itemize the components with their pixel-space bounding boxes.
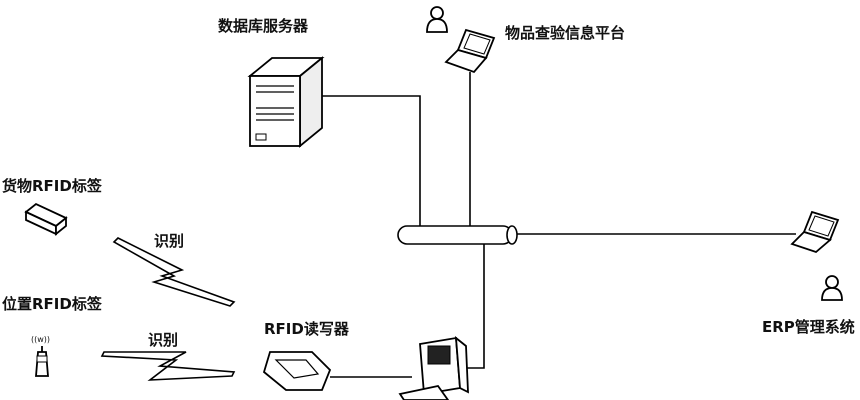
identify-label-goods: 识别 (154, 232, 185, 250)
desktop-computer-icon (398, 335, 469, 400)
inspection-user-icon (426, 6, 448, 33)
db-server-label: 数据库服务器 (218, 17, 309, 35)
server-tower-icon (247, 56, 325, 148)
location-tag-label: 位置RFID标签 (2, 295, 102, 313)
lightning-bolt-icon-location (100, 351, 236, 381)
identify-label-location: 识别 (148, 331, 179, 349)
erp-user-icon (821, 275, 843, 301)
goods-rfid-tag-icon (24, 202, 68, 236)
erp-label: ERP管理系统 (762, 318, 855, 336)
reader-label: RFID读写器 (264, 320, 349, 338)
connection-lines (304, 72, 796, 378)
inspection-platform-label: 物品查验信息平台 (505, 24, 626, 42)
goods-tag-label: 货物RFID标签 (2, 177, 102, 195)
antenna-signal-mark: ((w)) (31, 335, 51, 344)
inspection-laptop-icon (444, 28, 496, 74)
db-server-link (304, 95, 421, 226)
rfid-reader-icon (262, 351, 332, 391)
erp-laptop-icon (790, 210, 840, 254)
location-rfid-antenna-icon (35, 346, 49, 377)
lightning-bolt-icon-goods (112, 237, 236, 307)
network-bus-pipe (397, 225, 518, 245)
pc-link (462, 244, 485, 369)
